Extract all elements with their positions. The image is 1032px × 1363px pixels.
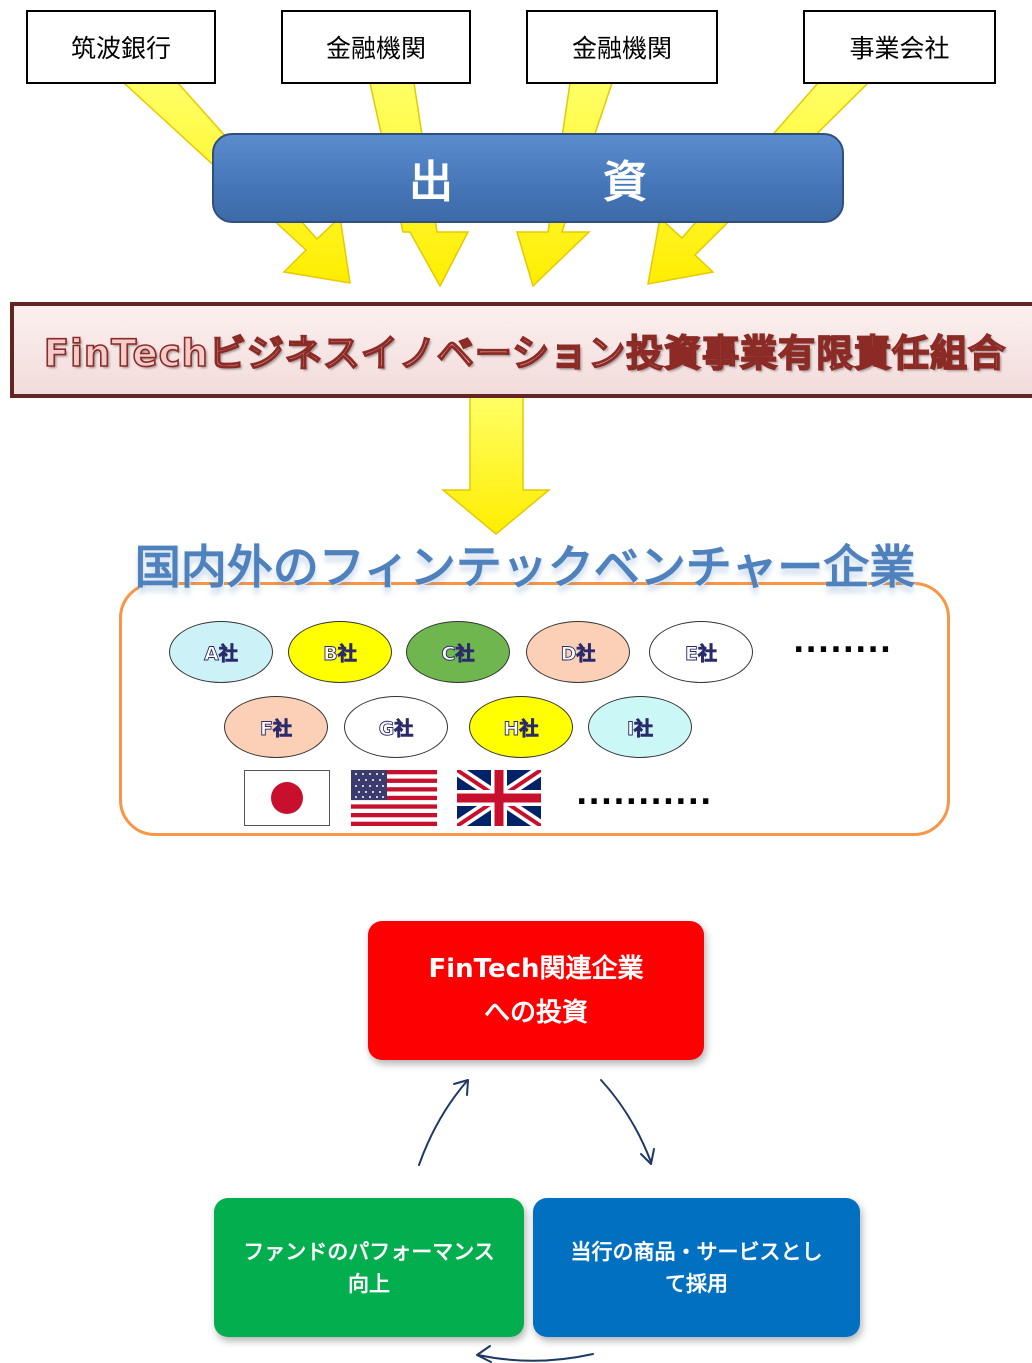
- investment-char-1: 出: [409, 157, 453, 208]
- uk-flag-icon: [457, 770, 541, 826]
- cycle-invest-box: FinTech関連企業 への投資: [368, 921, 704, 1060]
- cycle-adopt-line2: て採用: [665, 1271, 728, 1296]
- cycle-arrow-left: [418, 1079, 469, 1166]
- company-d: D社: [526, 621, 630, 683]
- usa-flag-icon: [351, 770, 437, 826]
- investment-banner: 出 資: [212, 133, 844, 223]
- company-g: G社: [344, 696, 448, 758]
- cycle-arrow-right: [600, 1079, 655, 1165]
- company-f: F社: [224, 696, 328, 758]
- cycle-invest-line2: への投資: [483, 997, 588, 1028]
- source-financial-institution-1: 金融機関: [281, 10, 471, 84]
- cycle-fund-line2: 向上: [348, 1271, 390, 1296]
- company-a: A社: [169, 621, 273, 683]
- company-h: H社: [469, 696, 573, 758]
- japan-flag-icon: [244, 770, 330, 826]
- source-business-company: 事業会社: [803, 10, 996, 84]
- investment-char-2: 資: [603, 157, 647, 208]
- company-i: I社: [588, 696, 692, 758]
- ventures-title: 国内外のフィンテックベンチャー企業: [134, 540, 916, 594]
- cycle-arrow-bottom: [476, 1345, 594, 1363]
- company-b: B社: [288, 621, 392, 683]
- ventures-container: A社 B社 C社 D社 E社 ........ F社 G社 H社 I社: [119, 582, 950, 836]
- cycle-fund-box: ファンドのパフォーマンス 向上: [214, 1198, 524, 1337]
- down-arrow: [440, 395, 552, 535]
- ellipsis-row2: ...........: [576, 777, 713, 812]
- fund-name-box: FinTechビジネスイノベーション投資事業有限責任組合: [10, 302, 1032, 398]
- cycle-fund-line1: ファンドのパフォーマンス: [243, 1239, 495, 1264]
- company-c: C社: [406, 621, 510, 683]
- cycle-adopt-box: 当行の商品・サービスとし て採用: [533, 1198, 860, 1337]
- source-tsukuba-bank: 筑波銀行: [26, 10, 216, 84]
- ellipsis-row1: ........: [793, 625, 893, 660]
- source-financial-institution-2: 金融機関: [526, 10, 718, 84]
- fund-name: FinTechビジネスイノベーション投資事業有限責任組合: [43, 331, 1007, 376]
- cycle-invest-line1: FinTech関連企業: [428, 953, 644, 984]
- cycle-adopt-line1: 当行の商品・サービスとし: [570, 1239, 823, 1264]
- company-e: E社: [649, 621, 753, 683]
